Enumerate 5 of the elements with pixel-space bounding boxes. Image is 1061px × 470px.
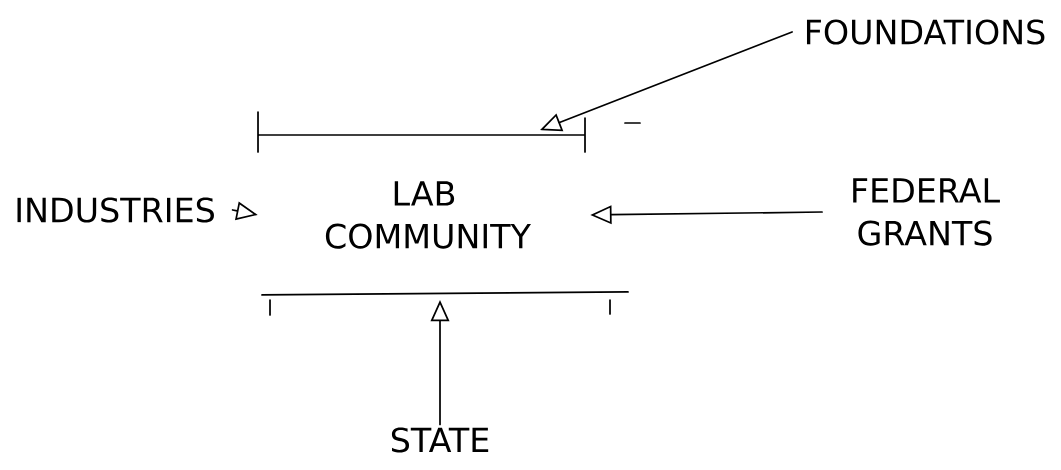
node-label: STATE bbox=[391, 427, 489, 453]
node-label: FEDERAL GRANTS bbox=[853, 178, 1000, 246]
node-label: FOUNDATIONS bbox=[807, 19, 1045, 45]
bracket-box: LAB COMMUNITY bbox=[257, 111, 641, 316]
node-label: INDUSTRIES bbox=[17, 197, 214, 223]
